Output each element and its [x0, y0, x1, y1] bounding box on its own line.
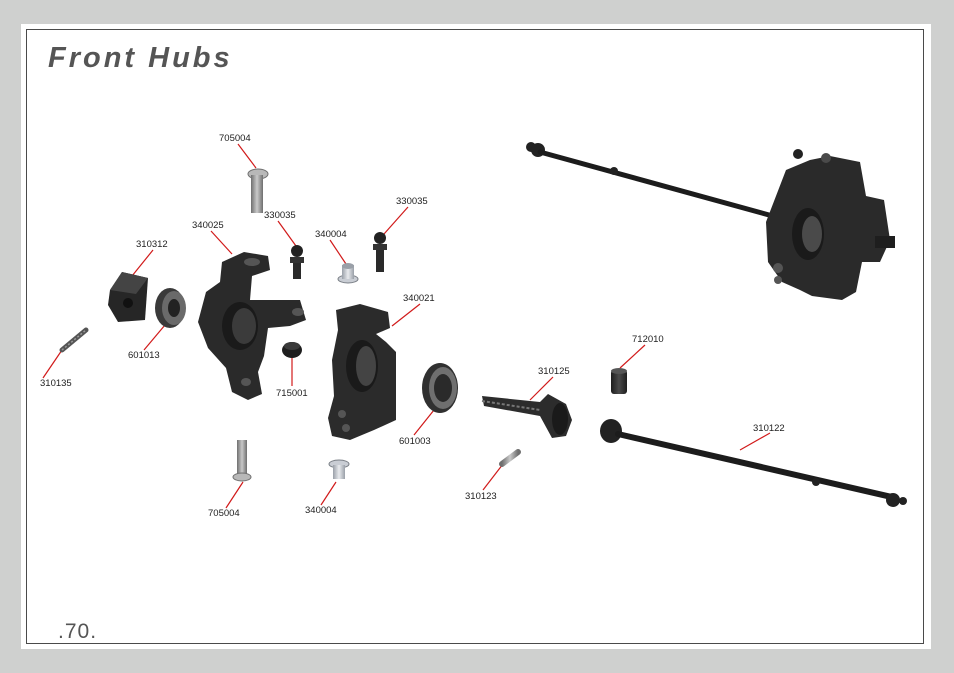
label-310122: 310122	[753, 423, 785, 434]
label-712010: 712010	[632, 334, 664, 345]
insert-310312	[108, 272, 148, 322]
label-705004-bottom: 705004	[208, 508, 240, 519]
label-340004-top: 340004	[315, 229, 347, 240]
pin-310123	[499, 449, 521, 467]
carrier-340021	[328, 304, 396, 440]
page-number: .70.	[58, 620, 98, 643]
knuckle-340025	[198, 252, 306, 400]
label-310135: 310135	[40, 378, 72, 389]
assembled-hub	[526, 142, 895, 300]
label-601003: 601003	[399, 436, 431, 447]
axle-310125	[481, 394, 572, 438]
bearing-601013	[155, 288, 186, 328]
label-330035-right: 330035	[396, 196, 428, 207]
label-340004-bottom: 340004	[305, 505, 337, 516]
bearing-601003	[422, 363, 458, 413]
ballstud-330035-left	[290, 245, 304, 279]
bushing-340004-top	[337, 263, 359, 284]
page-frame	[26, 29, 924, 644]
label-705004-top: 705004	[219, 133, 251, 144]
leader-lines	[42, 143, 771, 509]
label-310125: 310125	[538, 366, 570, 377]
screw-705004-bottom	[232, 440, 252, 482]
cap-715001	[282, 342, 302, 358]
pin-310135	[59, 327, 89, 353]
sleeve-712010	[611, 368, 627, 394]
bushing-340004-bottom	[328, 459, 350, 479]
manual-page	[21, 24, 931, 649]
driveshaft-310122	[600, 419, 907, 507]
label-715001: 715001	[276, 388, 308, 399]
label-340025: 340025	[192, 220, 224, 231]
label-310312: 310312	[136, 239, 168, 250]
label-340021: 340021	[403, 293, 435, 304]
screw-705004-top	[247, 168, 269, 213]
label-310123: 310123	[465, 491, 497, 502]
label-330035-left: 330035	[264, 210, 296, 221]
label-601013: 601013	[128, 350, 160, 361]
ballstud-330035-right	[373, 232, 387, 272]
page-title: Front Hubs	[48, 42, 233, 74]
